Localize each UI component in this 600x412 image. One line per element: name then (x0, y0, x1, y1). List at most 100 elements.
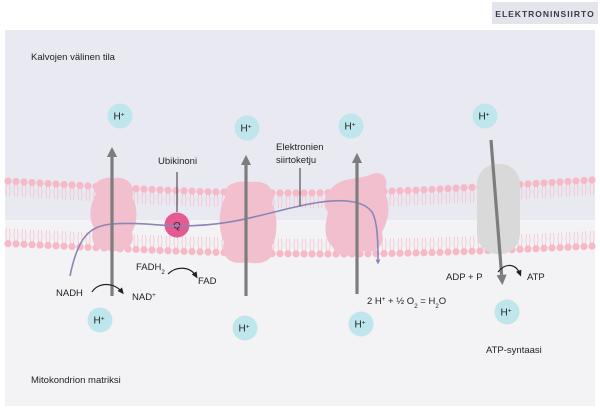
fadh2-reaction-arrow (167, 267, 198, 279)
proton-bottom-IV-label-part: + (362, 319, 366, 326)
lipid-tail-inner (453, 236, 459, 249)
lipid-tail-inner (197, 236, 203, 249)
ubiquinone-label: Ubikinoni (158, 156, 197, 167)
lipid-tail-outer (405, 193, 411, 206)
lipid-head-outer (572, 177, 580, 185)
lipid-head-outer (188, 187, 196, 195)
water-equation-part: + ½ O (385, 296, 414, 307)
intermembrane-space-label-part: Kalvojen välinen tila (31, 52, 116, 63)
lipid-tail-inner (5, 228, 11, 241)
lipid-head-outer (396, 187, 404, 195)
lipid-tail-outer (181, 193, 187, 206)
adp-p-label-part: ADP + P (446, 272, 483, 283)
lipid-head-inner (396, 249, 404, 257)
proton-bottom-IV-label: H+ (354, 319, 365, 331)
lipid-head-outer (316, 189, 324, 197)
lipid-tail-outer (309, 195, 315, 208)
proton-bottom-I-label-part: H (93, 316, 100, 327)
lipid-tail-inner (13, 228, 19, 242)
lipid-tail-outer (557, 184, 563, 197)
lipid-tail-inner (541, 233, 547, 246)
lipid-head-inner (468, 247, 476, 255)
lipid-head-outer (276, 189, 284, 197)
proton-top-I-label: H+ (113, 111, 124, 123)
lipid-head-outer (52, 180, 60, 188)
lipid-tail-outer (525, 186, 531, 199)
lipid-tail-outer (29, 185, 35, 198)
lipid-tail-outer (285, 195, 291, 209)
lipid-tail-inner (157, 235, 163, 248)
proton-top-IV-circle (338, 113, 364, 139)
lipid-tail-outer (445, 191, 451, 204)
lipid-tail-outer (213, 194, 219, 207)
lipid-head-outer (404, 186, 412, 195)
lipid-tail-outer (85, 188, 91, 202)
lipid-tail-inner (405, 238, 411, 251)
nadh-label: NADH (56, 288, 83, 299)
lipid-head-outer (140, 185, 148, 193)
lipid-tail-outer (565, 184, 571, 197)
lipid-head-inner (276, 250, 284, 258)
lipid-tail-inner (205, 237, 211, 250)
proton-top-III-label: H+ (240, 123, 251, 135)
lipid-head-inner (404, 249, 412, 257)
nad-plus-label-part: NAD (132, 292, 152, 303)
lipid-head-outer (460, 184, 468, 192)
lipid-head-outer (148, 185, 156, 194)
lipid-head-outer (36, 179, 44, 187)
complex-III (219, 181, 277, 264)
nadh-reaction-arrow (91, 283, 124, 295)
nadh-label-part: NADH (56, 288, 83, 299)
lipid-head-inner (532, 245, 540, 253)
lipid-head-inner (36, 241, 44, 249)
section-tag (492, 2, 598, 24)
lipid-head-outer (196, 187, 204, 196)
lipid-tail-outer (53, 186, 59, 200)
lipid-tail-outer (429, 192, 435, 205)
intermembrane-space-label: Kalvojen välinen tila (31, 52, 116, 63)
lipid-tail-inner (133, 234, 139, 247)
proton-top-IV-label-part: H (344, 122, 351, 133)
lipid-head-inner (444, 248, 452, 256)
lipid-head-inner (364, 250, 372, 258)
nad-plus-label-part: + (152, 292, 156, 299)
lipid-head-outer (84, 182, 92, 190)
proton-top-IV-label-part: + (352, 121, 356, 128)
lipid-head-inner (196, 248, 204, 256)
water-equation-part: O (439, 296, 446, 307)
lipid-head-inner (20, 240, 28, 248)
lipid-head-inner (44, 241, 52, 250)
lipid-head-inner (452, 248, 460, 256)
lipid-head-inner (300, 250, 308, 258)
proton-bottom-synthase-label-part: + (508, 307, 512, 314)
lipid-head-inner (52, 242, 60, 250)
lipid-head-inner (12, 240, 20, 248)
matrix-label-part: Mitokondrion matriksi (31, 375, 121, 386)
lipid-tail-inner (397, 238, 403, 251)
lipid-head-outer (4, 177, 12, 185)
lipid-tail-inner (565, 232, 571, 245)
lipid-head-outer (308, 189, 316, 197)
lipid-tail-inner (437, 237, 443, 250)
lipid-head-inner (60, 242, 68, 250)
lipid-head-outer (132, 185, 140, 193)
lipid-head-inner (380, 249, 388, 258)
proton-top-I-circle (107, 103, 133, 129)
lipid-head-inner (84, 243, 92, 251)
lipid-tail-outer (397, 193, 403, 206)
section-tag-label: ELEKTRONINSIIRTO (495, 9, 594, 19)
lipid-tail-outer (413, 193, 419, 206)
lipid-head-inner (180, 247, 188, 255)
lipid-head-inner (564, 243, 572, 251)
lipid-head-outer (292, 189, 300, 197)
lipid-tail-inner (285, 238, 291, 251)
proton-top-I-label-part: + (121, 111, 125, 118)
atp-synthase-label: ATP-syntaasi (486, 345, 542, 356)
lipid-head-outer (12, 177, 20, 186)
water-equation-part: 2 (435, 303, 439, 310)
proton-top-synthase-label-part: H (478, 112, 485, 123)
lipid-head-inner (172, 247, 180, 255)
lipid-tail-inner (181, 236, 187, 249)
lipid-tail-inner (21, 229, 27, 242)
electron-chain-label-2: siirtoketju (276, 155, 316, 166)
